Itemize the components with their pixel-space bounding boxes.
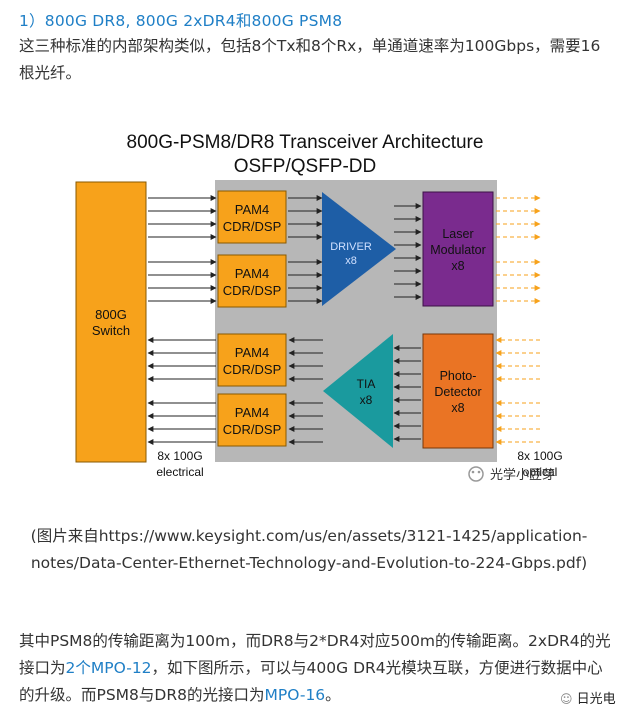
switch-label-line2: Switch <box>92 323 130 338</box>
pam4-label: PAM4 <box>235 405 269 420</box>
pam4-label: PAM4 <box>235 266 269 281</box>
electrical-label-line1: 8x 100G <box>157 449 202 463</box>
driver-label: DRIVER <box>330 241 372 253</box>
laser-label-line2: Modulator <box>430 243 486 257</box>
watermark-bottom: ☺ 日光电 <box>560 688 616 707</box>
pam4-sublabel: CDR/DSP <box>223 362 282 377</box>
switch-label-line1: 800G <box>95 307 127 322</box>
pam4-sublabel: CDR/DSP <box>223 283 282 298</box>
body-text-2: ，如下图所示，可以与400G DR4光模块互联，方便进行数据中心的升级。而PSM… <box>19 659 603 704</box>
electrical-label-line2: electrical <box>156 465 203 479</box>
section-heading: 1）800G DR8, 800G 2xDR4和800G PSM8 <box>19 12 343 30</box>
tia-sublabel: x8 <box>360 393 373 407</box>
watermark-text: 光学小豆芽 <box>490 467 555 483</box>
pam4-label: PAM4 <box>235 202 269 217</box>
photo-label-line1: Photo- <box>440 369 477 383</box>
mpo12-link[interactable]: 2个MPO-12 <box>65 659 152 677</box>
transceiver-architecture-diagram: 800G-PSM8/DR8 Transceiver Architecture O… <box>75 132 563 483</box>
mpo16-link[interactable]: MPO-16 <box>264 686 326 704</box>
pam4-rx-2: PAM4 CDR/DSP <box>217 393 287 447</box>
optical-label-line1: 8x 100G <box>517 449 562 463</box>
pam4-sublabel: CDR/DSP <box>223 219 282 234</box>
driver-sublabel: x8 <box>345 255 357 267</box>
figure-caption: (图片来自https://www.keysight.com/us/en/asse… <box>30 527 588 572</box>
diagram-title: 800G-PSM8/DR8 Transceiver Architecture <box>127 132 484 153</box>
photo-label-line3: x8 <box>451 401 464 415</box>
tia-label: TIA <box>357 377 376 391</box>
body-paragraph: 其中PSM8的传输距离为100m，而DR8与2*DR4对应500m的传输距离。2… <box>19 628 614 709</box>
laser-label-line1: Laser <box>442 227 473 241</box>
pam4-label: PAM4 <box>235 345 269 360</box>
signal-arrows <box>147 195 541 445</box>
pam4-tx-1: PAM4 CDR/DSP <box>217 190 287 244</box>
pam4-sublabel: CDR/DSP <box>223 422 282 437</box>
switch-box <box>75 181 147 463</box>
laser-modulator-box <box>422 191 494 307</box>
photo-detector-box <box>422 333 494 449</box>
pam4-rx-1: PAM4 CDR/DSP <box>217 333 287 387</box>
watermark-logo <box>468 466 484 482</box>
driver-triangle <box>322 192 396 306</box>
optical-label-line2: optical <box>523 465 558 479</box>
intro-paragraph: 这三种标准的内部架构类似，包括8个Tx和8个Rx，单通道速率为100Gbps，需… <box>19 37 601 82</box>
tia-triangle <box>323 334 393 448</box>
diagram-subtitle: OSFP/QSFP-DD <box>234 156 377 177</box>
photo-label-line2: Detector <box>434 385 481 399</box>
watermark-bottom-text: 日光电 <box>576 692 616 707</box>
wechat-icon: ☺ <box>560 692 573 706</box>
laser-label-line3: x8 <box>451 259 464 273</box>
body-text-3: 。 <box>325 686 341 704</box>
pam4-tx-2: PAM4 CDR/DSP <box>217 254 287 308</box>
body-text-1: 其中PSM8的传输距离为100m，而DR8与2*DR4对应500m的传输距离。2… <box>19 632 611 677</box>
